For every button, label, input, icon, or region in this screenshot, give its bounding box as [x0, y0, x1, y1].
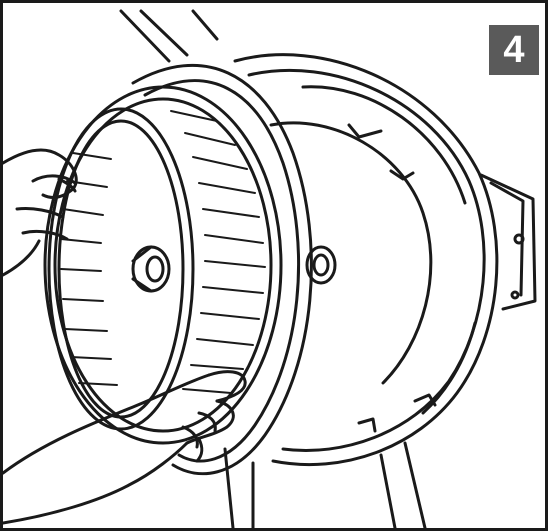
mounting-ring [131, 63, 313, 476]
support-strut-top [119, 9, 219, 63]
right-hand [3, 370, 247, 525]
motor-housing [233, 53, 499, 466]
support-legs-bottom [223, 441, 427, 528]
step-number-badge: 4 [489, 25, 539, 75]
blower-wheel-illustration [3, 9, 537, 528]
motor-shaft [305, 245, 337, 285]
blower-wheel [43, 85, 283, 445]
left-hand [3, 148, 78, 277]
mounting-bracket [479, 173, 537, 311]
